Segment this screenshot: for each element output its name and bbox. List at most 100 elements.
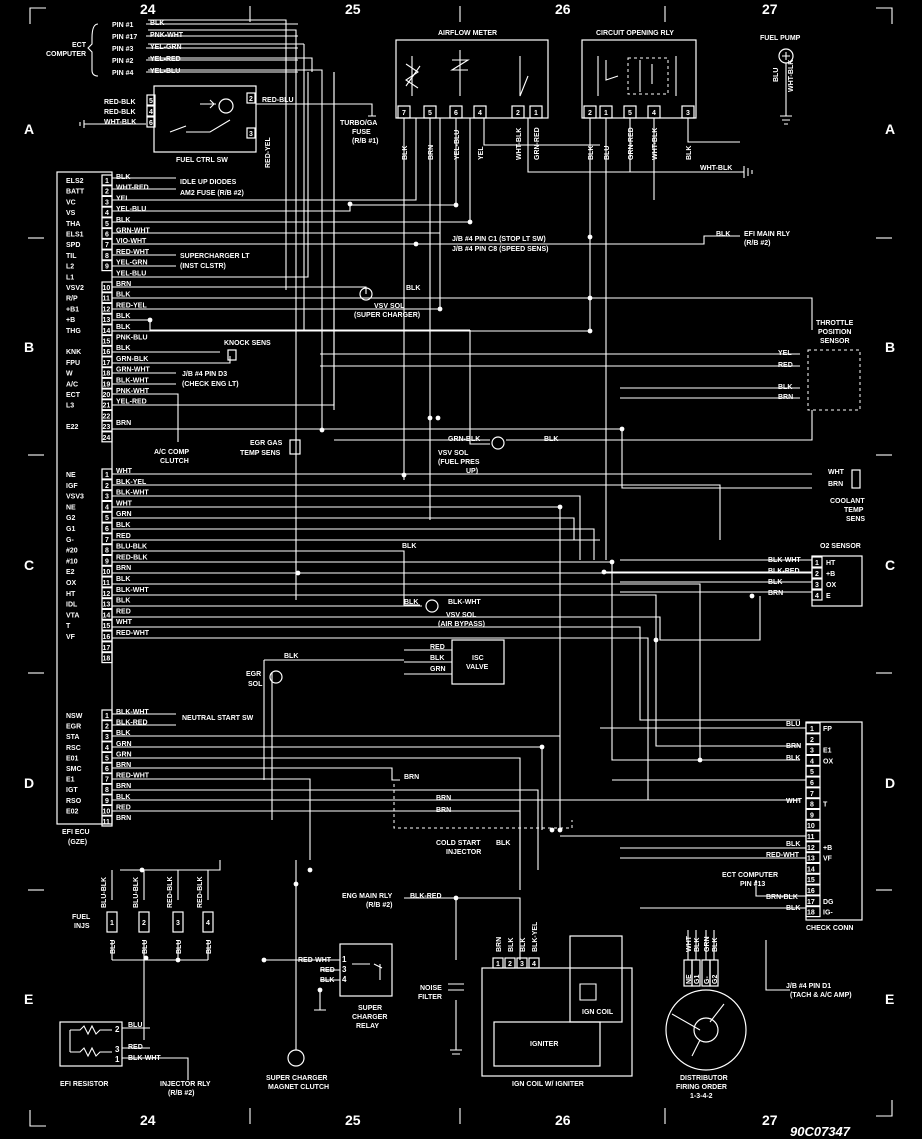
- vsv-air-2: (AIR BYPASS): [438, 621, 485, 628]
- fuel-ctrl-wire-1: RED-BLK: [104, 99, 136, 106]
- sc-relay-2: CHARGER: [352, 1014, 387, 1021]
- ecu-g2-pin-box: [101, 587, 113, 599]
- row-label-b-right: B: [885, 339, 895, 355]
- ecu-g1-wire-label: PNK-BLU: [116, 335, 148, 342]
- ecu-g1-pin-name: SPD: [66, 242, 80, 249]
- turbo-fuse: TURBO/GA FUSE (R/B #1): [256, 103, 378, 145]
- ecu-g2-wire-label: RED: [116, 533, 131, 540]
- ecu-g1-pin-num: 2: [105, 189, 109, 196]
- ecu-g2-pin-box: [101, 533, 113, 545]
- isc-wire-2: BLK: [430, 655, 444, 662]
- ecu-g3-pin-num: 9: [105, 798, 109, 805]
- junction-dot: [619, 426, 625, 432]
- sc-clutch-2: MAGNET CLUTCH: [268, 1084, 329, 1091]
- fuel-injs-2: INJS: [74, 923, 90, 930]
- ecu-g1-pin-name: +B1: [66, 306, 79, 313]
- red-yel-label: RED-YEL: [265, 137, 272, 168]
- check-pin-name: +B: [823, 845, 832, 852]
- ecu-g2-pin-name: G-: [66, 537, 74, 544]
- check-wire-2: BRN: [786, 743, 801, 750]
- ecu-g2-pin-num: 4: [105, 504, 109, 511]
- injector-num: 2: [142, 920, 146, 927]
- ecu-g2-pin-box: [101, 511, 113, 523]
- ecu-g2-pin-num: 7: [105, 537, 109, 544]
- afm-pin-num: 4: [478, 110, 482, 117]
- ecu-g3-pin-name: NSW: [66, 713, 83, 720]
- vsv-fuel-2: (FUEL PRES: [438, 459, 480, 466]
- ecu-g2-pin-box: [101, 597, 113, 610]
- ecu-g2-pin-name: IDL: [66, 602, 78, 609]
- am2-fuse: AM2 FUSE (R/B #2): [180, 190, 244, 197]
- svg-text:BLK: BLK: [496, 840, 510, 847]
- efi-res-wire-1: BLU: [128, 1022, 142, 1029]
- ecu-g1-pin-name: VC: [66, 199, 76, 206]
- svg-text:2: 2: [115, 1025, 120, 1034]
- ecu-g1-wire-label: BRN: [116, 420, 131, 427]
- check-pin-name: T: [823, 802, 828, 809]
- ecu-g1-pin-name: A/C: [66, 381, 78, 388]
- afm-pin-box: [473, 105, 487, 119]
- ecu-g1-pin-name: +B: [66, 317, 75, 324]
- junction-dot: [609, 559, 615, 565]
- junction-dot: [435, 415, 441, 421]
- coolant-wire-2: BRN: [828, 481, 843, 488]
- ecu-g3-pin-name: IGT: [66, 787, 78, 794]
- afm-pin-num: 7: [402, 110, 406, 117]
- ecu-g2-pin-name: VF: [66, 634, 76, 641]
- ecu-g2-pin-name: NE: [66, 504, 76, 511]
- coolant-2: TEMP: [844, 507, 864, 514]
- injector-rly-1: INJECTOR RLY: [160, 1081, 211, 1088]
- ecu-g1-wire-label: BLK: [116, 217, 130, 224]
- ecu-g1-pin-name: BATT: [66, 189, 85, 196]
- ecu-g2-pin-name: G2: [66, 515, 75, 522]
- ecu-g1-wire-label: BLK: [116, 324, 130, 331]
- sc-relay-wire-1: RED-WHT: [298, 957, 332, 964]
- ecu-g1-wire-label: BRN: [116, 281, 131, 288]
- ecu-g2-pin-name: G1: [66, 526, 75, 533]
- ecu-g2-pin-num: 15: [103, 623, 111, 630]
- ecu-g2-pin-box: [101, 576, 113, 588]
- check-pin-num: 7: [810, 791, 814, 798]
- efi-res-wire-2: RED: [128, 1044, 143, 1051]
- neutral-start: NEUTRAL START SW: [182, 715, 254, 722]
- junction-dot: [143, 955, 149, 961]
- ecu-g2-wire-label: WHT: [116, 619, 133, 626]
- col-label-27-bottom: 27: [762, 1112, 778, 1128]
- ecu-g1-pin-name: THA: [66, 221, 80, 228]
- check-pin-name: DG: [823, 899, 834, 906]
- check-pin-num: 9: [810, 812, 814, 819]
- fcs-pin-num: 4: [149, 109, 153, 116]
- distributor-1: DISTRIBUTOR: [680, 1075, 728, 1082]
- dist-wire: BLK: [694, 938, 701, 952]
- col-label-25-bottom: 25: [345, 1112, 361, 1128]
- junction-dot: [587, 328, 593, 334]
- cold-start-2: INJECTOR: [446, 849, 481, 856]
- svg-text:BLK: BLK: [544, 436, 558, 443]
- injector-num: 3: [176, 920, 180, 927]
- ign-pin-num: 3: [520, 961, 524, 968]
- injector-body: [202, 911, 214, 933]
- ecu-g1-pin-box: [101, 420, 113, 432]
- afm-wire: YEL: [478, 146, 485, 160]
- cor-wire: BLK: [686, 146, 693, 160]
- check-wire-3: BLK: [786, 755, 800, 762]
- svg-text:1: 1: [115, 1055, 120, 1064]
- sc-relay-1: SUPER: [358, 1005, 382, 1012]
- svg-text:BLK: BLK: [716, 231, 730, 238]
- o2-pin-name: OX: [826, 582, 836, 589]
- fcs-pin-num: 6: [149, 120, 153, 127]
- injector-body: [106, 911, 118, 933]
- check-wire-7: BRN-BLK: [766, 894, 798, 901]
- junction-dot: [413, 241, 419, 247]
- injector-list: 1BLU-BLKBLU2BLU-BLKBLU3RED-BLKBLU4RED-BL…: [101, 877, 214, 954]
- row-ticks-left: [28, 237, 44, 891]
- ecu-g2-wire-label: BLK-WHT: [116, 490, 149, 497]
- ecu-g1-pin-num: 24: [103, 435, 111, 442]
- junction-dot: [557, 504, 563, 510]
- ecu-g2-pin-num: 1: [105, 472, 109, 479]
- ect-pin13-1: ECT COMPUTER: [722, 872, 778, 879]
